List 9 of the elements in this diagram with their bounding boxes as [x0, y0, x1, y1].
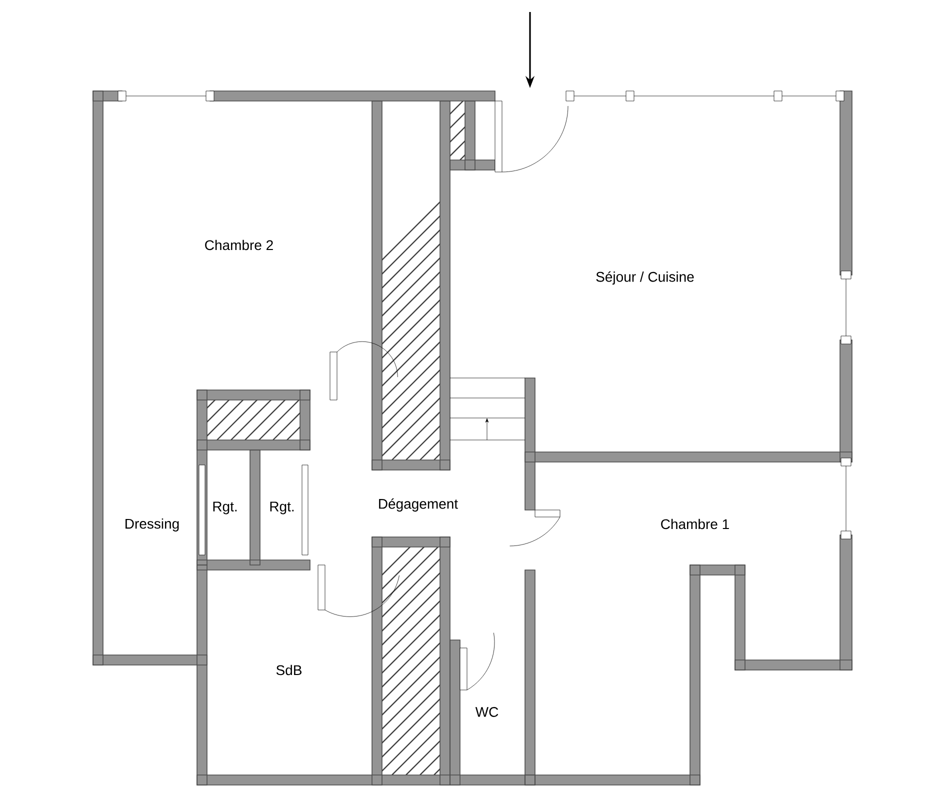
- room-label: Dressing: [126, 518, 179, 532]
- room-label: SdB: [276, 664, 302, 676]
- room-label: Rgt.: [270, 502, 294, 514]
- room-label: Dégagement: [379, 498, 458, 512]
- room-label: Séjour / Cuisine: [596, 271, 694, 285]
- room-label: WC: [475, 707, 498, 717]
- room-label: Chambre 1: [661, 518, 729, 530]
- room-label: Chambre 2: [205, 240, 273, 250]
- room-label: Rgt.: [213, 502, 237, 514]
